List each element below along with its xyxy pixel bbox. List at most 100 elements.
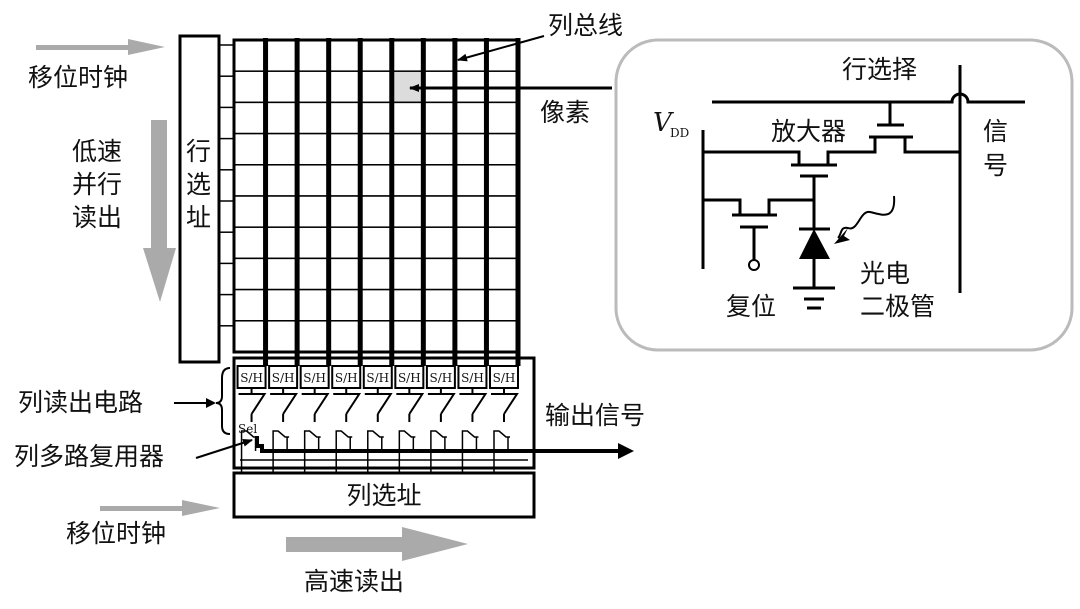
shift-clock-bottom-arrow [100, 500, 220, 516]
pixel-cell [296, 257, 330, 291]
pixel-cell [359, 288, 393, 322]
pixel-cell [422, 164, 456, 197]
column-readout-circuit-label: 列读出电路 [18, 388, 143, 417]
pixel-cell [327, 288, 361, 322]
mux-switch [272, 430, 290, 438]
pixel-cell [391, 39, 425, 72]
pixel-cell [485, 226, 519, 260]
svg-text:读出: 读出 [72, 203, 122, 232]
sample-hold-label: S/H [366, 371, 389, 385]
amplifier-triangle [396, 393, 425, 415]
pixel-cell [454, 101, 488, 135]
sample-hold-label: S/H [493, 371, 516, 385]
reset-label: 复位 [726, 292, 776, 321]
pixel-cell [327, 164, 361, 197]
column-address-box [232, 471, 536, 519]
pixel-cell [454, 257, 488, 291]
column-readout-box [232, 356, 536, 470]
high-speed-readout-label: 高速读出 [304, 567, 404, 596]
svg-text:选: 选 [186, 170, 211, 199]
mux-switch [303, 430, 321, 438]
pixel-cell [296, 132, 330, 166]
readout-channel: S/H [394, 365, 425, 473]
pixel-cell [391, 164, 425, 197]
amplifier-triangle [270, 393, 298, 415]
readout-channel: S/H [489, 365, 519, 473]
pixel-cell [264, 164, 298, 197]
pixel-cell [264, 288, 298, 322]
svg-text:行: 行 [186, 137, 211, 166]
pixel-cell [359, 226, 393, 260]
pixel-cell [233, 257, 267, 291]
pixel-cell [296, 288, 330, 322]
pixel-cell [233, 70, 267, 104]
pixel-cell [454, 164, 488, 197]
svg-text:低速: 低速 [72, 137, 122, 166]
high-speed-readout-arrow [286, 527, 468, 561]
vdd-label: V [653, 108, 674, 138]
mux-switch [335, 430, 353, 438]
pixel-cell [391, 132, 425, 166]
pixel-cell [391, 257, 425, 291]
pixel-cell [422, 320, 456, 353]
mux-switch [461, 430, 479, 438]
pixel-cell [264, 320, 298, 353]
vdd-subscript: DD [670, 126, 689, 140]
pixel-cell [422, 288, 456, 322]
mux-switch [398, 430, 416, 438]
mux-switch [367, 430, 384, 438]
readout-channel: S/H [299, 365, 330, 473]
pixel-cell [327, 195, 361, 228]
readout-channel: S/H [457, 365, 488, 473]
photodiode-label: 光电 二极管 [860, 259, 935, 321]
readout-channel: S/H [268, 365, 299, 473]
column-address-label: 列选址 [346, 481, 421, 510]
sample-hold-label: S/H [335, 371, 358, 385]
svg-text:号: 号 [983, 151, 1008, 180]
pixel-cell [327, 70, 361, 104]
pixel-cell [359, 132, 393, 166]
pixel-cell [359, 257, 393, 291]
sel-label: Sel [238, 422, 257, 436]
pixel-cell [391, 288, 425, 322]
pixel-cell [264, 195, 298, 228]
pixel-cell [233, 101, 267, 135]
pixel-cell [264, 257, 298, 291]
pixel-array [232, 38, 521, 366]
light-wave [837, 195, 896, 239]
pixel-cell [422, 39, 456, 72]
pixel-cell [327, 320, 361, 353]
sample-hold-label: S/H [240, 371, 263, 385]
svg-text:信: 信 [983, 117, 1008, 146]
pixel-cell [422, 132, 456, 166]
pixel-cell [264, 70, 298, 104]
pixel-label: 像素 [540, 98, 590, 127]
pixel-cell [296, 195, 330, 228]
pixel-cell [485, 132, 519, 166]
row-address-label: 行 选 址 [186, 137, 211, 232]
svg-text:并行: 并行 [72, 170, 122, 199]
pixel-cell [327, 132, 361, 166]
amplifier-triangle [364, 393, 393, 415]
row-address-box [178, 34, 221, 364]
pixel-cell [233, 132, 267, 166]
svg-text:址: 址 [186, 203, 211, 232]
amplifier-triangle [238, 393, 267, 415]
pixel-cell [422, 195, 456, 228]
low-speed-parallel-readout-label: 低速 并行 读出 [72, 137, 122, 232]
light-arrowhead [834, 228, 850, 244]
readout-channel: S/H [425, 365, 456, 473]
photodiode-icon [799, 229, 830, 259]
pixel-cell [391, 226, 425, 260]
pixel-cell [359, 320, 393, 353]
mux-switch [493, 430, 510, 438]
pixel-cell [296, 164, 330, 197]
amplifier-label: 放大器 [771, 117, 846, 146]
pixel-cell [359, 195, 393, 228]
pixel-cell [264, 39, 298, 72]
signal-label: 信 号 [983, 117, 1008, 180]
column-multiplexer-arrow [195, 438, 253, 459]
pixel-cell [233, 39, 267, 72]
